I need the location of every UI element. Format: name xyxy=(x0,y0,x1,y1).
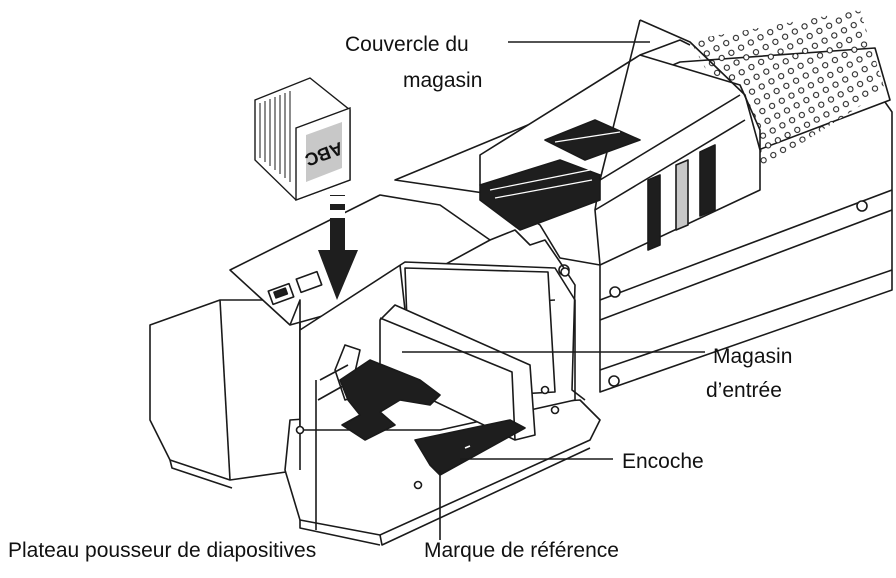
lid-label-line1: Couvercle du xyxy=(345,33,469,56)
magazine-label-line2: d’entrée xyxy=(706,379,782,402)
slide-stack: ABC xyxy=(254,77,351,202)
reference-mark-label: Marque de référence xyxy=(424,539,619,562)
pusher-label: Plateau pousseur de diapositives xyxy=(8,539,317,562)
lid-label-line2: magasin xyxy=(403,69,483,92)
notch-label: Encoche xyxy=(622,450,704,473)
leader-lines xyxy=(315,41,705,540)
magazine-label-line1: Magasin xyxy=(713,345,793,368)
scanner-body xyxy=(149,10,893,546)
